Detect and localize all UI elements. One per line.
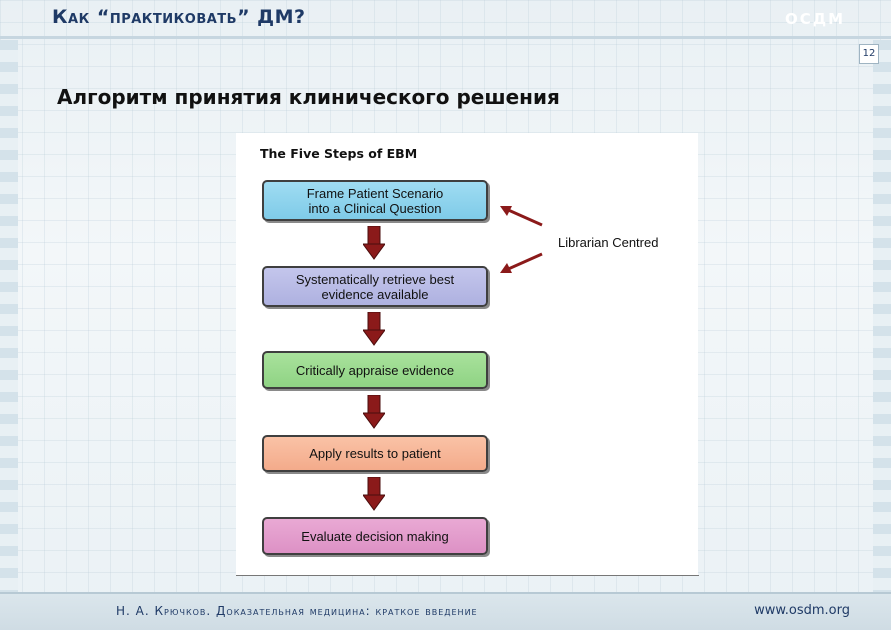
- step-1-line2: into a Clinical Question: [308, 200, 442, 216]
- header-title: Как “практиковать” ДМ?: [52, 6, 306, 28]
- pointer-arrow-icon: [500, 206, 543, 227]
- step-5-line1: Evaluate decision making: [301, 528, 449, 544]
- step-2-line1: Systematically retrieve best: [295, 271, 455, 287]
- page-number: 12: [859, 44, 879, 64]
- step-apply-results: Apply results to patient: [262, 435, 488, 472]
- figure-bottom-rule: [236, 575, 699, 576]
- pointer-arrow-icon: [500, 252, 543, 273]
- right-decor-strip: [873, 40, 891, 600]
- down-arrow-icon: [363, 226, 385, 260]
- footer-url-link[interactable]: www.osdm.org: [754, 603, 850, 618]
- step-frame-question: Frame Patient Scenario into a Clinical Q…: [262, 180, 488, 221]
- step-4-line1: Apply results to patient: [309, 446, 441, 461]
- step-3-line1: Critically appraise evidence: [295, 362, 455, 378]
- slide-heading: Алгоритм принятия клинического решения: [57, 85, 560, 109]
- figure-title: The Five Steps of EBM: [260, 146, 418, 161]
- step-1-line1: Frame Patient Scenario: [306, 185, 444, 201]
- left-decor-strip: [0, 40, 18, 600]
- ebm-figure: The Five Steps of EBM Frame Patient Scen…: [236, 133, 698, 575]
- footer-bar: [0, 592, 891, 630]
- header-divider: [0, 36, 891, 39]
- down-arrow-icon: [363, 395, 385, 429]
- step-appraise-evidence: Critically appraise evidence: [262, 351, 488, 389]
- step-retrieve-evidence: Systematically retrieve best evidence av…: [262, 266, 488, 307]
- librarian-centred-label: Librarian Centred: [558, 235, 659, 250]
- step-evaluate-decision: Evaluate decision making: [262, 517, 488, 555]
- down-arrow-icon: [363, 477, 385, 511]
- down-arrow-icon: [363, 312, 385, 346]
- step-2-line2: evidence available: [321, 286, 429, 302]
- footer-author: Н. А. Крючков. Доказательная медицина: к…: [116, 604, 478, 618]
- header-logo: ОСДМ: [784, 10, 845, 28]
